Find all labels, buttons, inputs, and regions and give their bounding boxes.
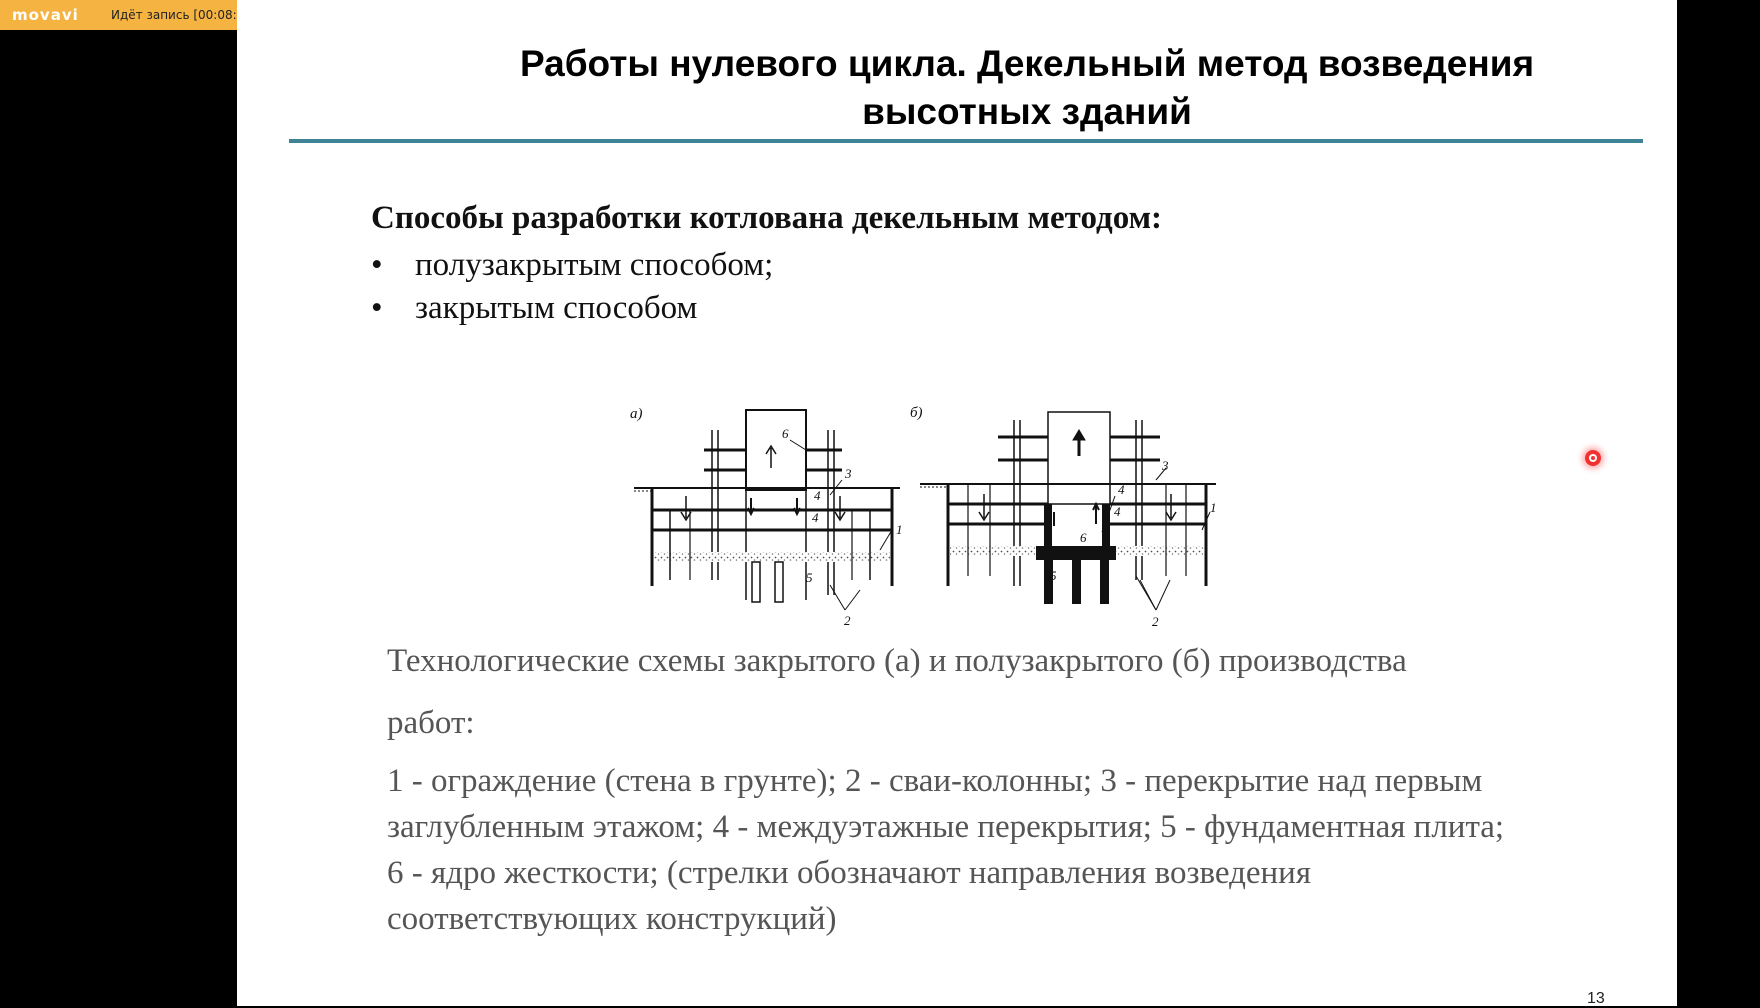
panel-b-callouts: 3 4 4 1 6 5 2 — [1050, 458, 1217, 629]
bullet-text: закрытым способом — [415, 290, 698, 326]
callout-6: 6 — [782, 426, 789, 441]
callout-4-b: 4 — [1118, 482, 1125, 497]
mouse-cursor-highlight — [1585, 450, 1601, 466]
movavi-logo: movavi — [12, 6, 79, 24]
bullet-text: полузакрытым способом; — [415, 247, 774, 283]
callout-3: 3 — [844, 466, 852, 481]
bullet-item: •закрытым способом — [371, 290, 698, 326]
panel-a-label: а) — [630, 406, 643, 422]
callout-5: 5 — [806, 570, 813, 585]
figure-legend: 1 - ограждение (стена в грунте); 2 - сва… — [387, 763, 1505, 937]
callout-4b-b: 4 — [1114, 504, 1121, 519]
figure-caption: Технологические схемы закрытого (а) и по… — [387, 643, 1407, 741]
panel-b-drawing: б) — [910, 405, 1216, 611]
callout-2: 2 — [844, 613, 851, 628]
callout-1-b: 1 — [1210, 500, 1217, 515]
slide-subheading: Способы разработки котлована декельным м… — [371, 200, 1163, 236]
callout-4: 4 — [814, 488, 821, 503]
callout-2-b: 2 — [1152, 614, 1159, 629]
slide-page-number: 13 — [1587, 990, 1605, 1007]
panel-b-label: б) — [910, 405, 923, 421]
callout-4b: 4 — [812, 510, 819, 525]
presentation-slide: Работы нулевого цикла. Декельный метод в… — [237, 0, 1677, 1007]
title-underline — [289, 139, 1643, 143]
bullet-list: •полузакрытым способом; •закрытым способ… — [371, 244, 773, 330]
slide-title: Работы нулевого цикла. Декельный метод в… — [519, 43, 1535, 132]
bullet-item: •полузакрытым способом; — [371, 247, 774, 283]
callout-1: 1 — [896, 522, 903, 537]
excavation-scheme-figure: а) — [630, 405, 1217, 629]
panel-a-drawing: а) — [630, 406, 900, 611]
callout-5-b: 5 — [1050, 568, 1057, 583]
panel-a-callouts: 6 3 4 4 1 5 2 — [782, 426, 903, 628]
callout-3-b: 3 — [1161, 458, 1169, 473]
callout-6-b: 6 — [1080, 530, 1087, 545]
